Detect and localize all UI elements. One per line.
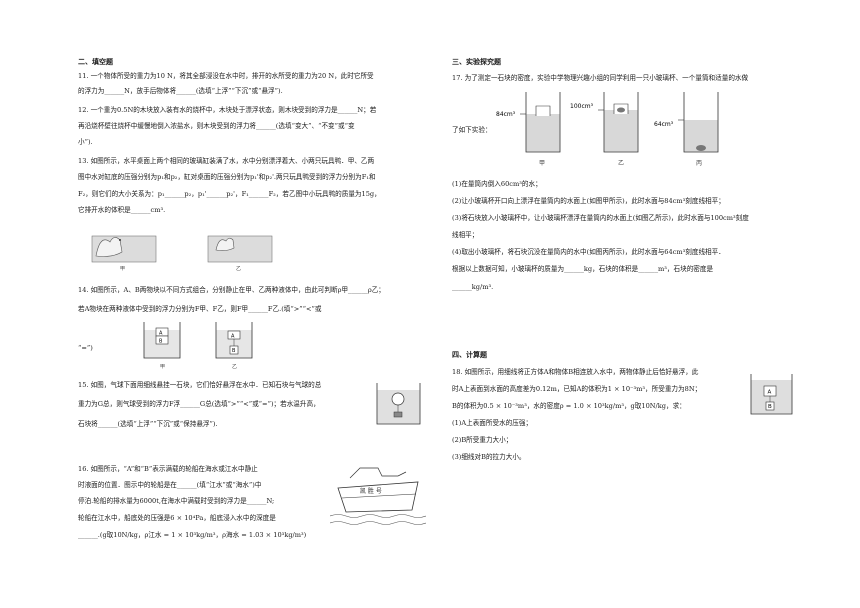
q18-block-a: A	[768, 390, 772, 396]
q16-line5: ______.(g取10N/kg，ρ江水 = 1 × 10³kg/m³，ρ海水 …	[78, 531, 307, 539]
q17-step2: (2)让小玻璃杯开口向上漂浮在量筒内的水面上(如图甲所示)，此时水面与84cm³…	[452, 197, 725, 205]
q15-line2: 重力为G总，则气球受到的浮力F浮______G总(选填“>”“<”或“=”)；若…	[78, 400, 320, 408]
q14-line1: 14. 如图所示，A、B两物块以不同方式组合，分别静止在甲、乙两种液体中，由此可…	[78, 286, 385, 294]
q16-line3: 停泊.轮船的排水量为6000t,在海水中满载时受到的浮力是______N;	[78, 497, 275, 505]
q18-line1: 18. 如图所示，用细线将正方体A和物体B相连放入水中，两物体静止后恰好悬浮，此	[452, 368, 699, 376]
q18-q2: (2)B所受重力大小；	[452, 436, 513, 444]
q17-step1: (1)在量筒内倒入60cm³的水；	[452, 180, 542, 188]
q15-balloon-figure	[376, 383, 421, 425]
small-duck-icon	[215, 237, 235, 251]
q14-label-a: 甲	[160, 364, 165, 370]
q14-line3: “=”)	[78, 344, 93, 352]
cylinder-b-reading: 100cm³	[570, 103, 594, 110]
q11-line2: 的浮力为______N，放手后物体将______(选填“上浮”“下沉”或“悬浮”…	[78, 87, 283, 95]
q12-line3: 小”).	[78, 138, 93, 146]
big-duck-icon	[95, 237, 123, 257]
q17-step3a: (3)将石块放入小玻璃杯中，让小玻璃杯漂浮在量筒内的水面上(如图乙所示)，此时水…	[452, 214, 749, 222]
section-fill-title: 二、填空题	[78, 57, 113, 66]
q18-q1: (1)A上表面所受水的压强；	[452, 419, 533, 427]
cylinder-b-label: 乙	[618, 160, 624, 167]
q13-line1: 13. 如图所示，水平桌面上两个相同的玻璃缸装满了水，水中分别漂浮着大、小两只玩…	[78, 157, 375, 165]
ship-name: 凯 胜 号	[360, 487, 382, 495]
q12-line2: 再沿烧杯壁往烧杯中缓慢地倒入浓盐水，则木块受到的浮力将______(选填“变大”…	[78, 122, 355, 130]
tank-a	[91, 235, 157, 263]
q16-line2: 时液面的位置．图示中的轮船是在______(填“江水”或“海水”)中	[78, 481, 262, 489]
stone-icon	[393, 411, 403, 418]
q13-duck-figure: 甲 乙	[91, 235, 273, 272]
cylinder-c-reading: 64cm³	[654, 121, 674, 128]
cylinder-a-reading: 84cm³	[496, 111, 516, 118]
q13-line2: 图中水对缸底的压强分别为p₁和p₂，缸对桌面的压强分别为p₁'和p₂'.两只玩具…	[78, 173, 376, 181]
q11-line1: 11. 一个物体所受的重力为10 N，将其全部浸没在水中时，排开的水所受的重力为…	[78, 72, 374, 80]
q14-block-a2: A	[231, 334, 235, 340]
q17-result1: 根据以上数据可知，小玻璃杯的质量为______kg，石块的体积是______m³…	[452, 265, 714, 273]
cylinder-c: 64cm³ 丙	[654, 92, 719, 167]
cylinder-a: 84cm³ 甲	[496, 92, 561, 167]
q16-line1: 16. 如图所示，“A”和“B”表示满载的轮船在海水或江水中静止	[78, 465, 258, 473]
q17-step3b: 线相平；	[452, 231, 479, 239]
beaker-b: A B	[215, 322, 253, 359]
q14-label-b: 乙	[232, 363, 237, 370]
stone-icon	[617, 107, 625, 113]
cylinder-b: 100cm³ 乙	[570, 92, 639, 167]
q17-result2: ______kg/m³.	[452, 283, 494, 291]
section-calc-title: 四、计算题	[452, 350, 487, 359]
q18-figure: A B	[750, 374, 793, 415]
q14-line2: 若A物块在两种液体中受到的浮力分别为F甲、F乙，则F甲______F乙.(填“>…	[78, 305, 322, 313]
q18-line3: B的体积为0.5 × 10⁻³m³，水的密度ρ = 1.0 × 10³kg/m³…	[452, 402, 686, 410]
cylinder-a-label: 甲	[539, 160, 545, 167]
q16-ship-figure: 凯 胜 号	[330, 467, 426, 525]
q17-line2: 了如下实验：	[452, 126, 492, 134]
q13-label-a: 甲	[120, 266, 125, 272]
q17-line1: 17. 为了测定一石块的密度，实验中学物理兴趣小组的同学利用一只小玻璃杯、一个量…	[452, 74, 749, 82]
q12-line1: 12. 一个重为0.5N的木块放入装有水的烧杯中，木块处于漂浮状态，则木块受到的…	[78, 106, 377, 114]
q13-label-b: 乙	[236, 265, 241, 272]
q14-block-b1: B	[159, 339, 163, 345]
cylinder-c-label: 丙	[696, 160, 702, 167]
q13-line4: 它排开水的体积是______cm³.	[78, 206, 166, 214]
ship-hull-icon	[337, 481, 419, 513]
q13-line3: F₂，则它们的大小关系为：p₁______p₂，p₁'______p₂'，F₁_…	[78, 190, 381, 198]
q17-step4: (4)取出小玻璃杯，将石块沉没在量筒内的水中(如图丙所示)，此时水面与64cm³…	[452, 248, 725, 256]
glass-cup-icon	[535, 105, 551, 116]
q15-line3: 石块将______(选填“上浮”“下沉”或“保持悬浮”).	[78, 420, 218, 428]
balloon-icon	[391, 392, 405, 406]
section-experiment-title: 三、实验探究题	[452, 57, 501, 66]
q18-line2: 时A上表面到水面的高度差为0.12m，已知A的体积为1 × 10⁻³m³，所受重…	[452, 385, 702, 393]
q14-block-b2: B	[232, 348, 236, 354]
q16-line4: 轮船在江水中，船底处的压强是6 × 10⁴Pa，船底浸入水中的深度是	[78, 514, 276, 522]
q18-block-b: B	[768, 404, 772, 410]
q14-beaker-figure: A B A B 甲 乙	[143, 322, 253, 370]
q15-line1: 15. 如图，气球下面用细线悬挂一石块，它们恰好悬浮在水中．已知石块与气球的总	[78, 381, 322, 389]
tank-b	[207, 235, 273, 263]
q14-block-a1: A	[159, 331, 163, 337]
q17-cylinder-figure: 84cm³ 甲 100cm³ 乙 64cm³ 丙	[496, 92, 719, 167]
q18-q3: (3)细线对B的拉力大小。	[452, 453, 526, 461]
beaker-a: A B	[143, 322, 181, 359]
